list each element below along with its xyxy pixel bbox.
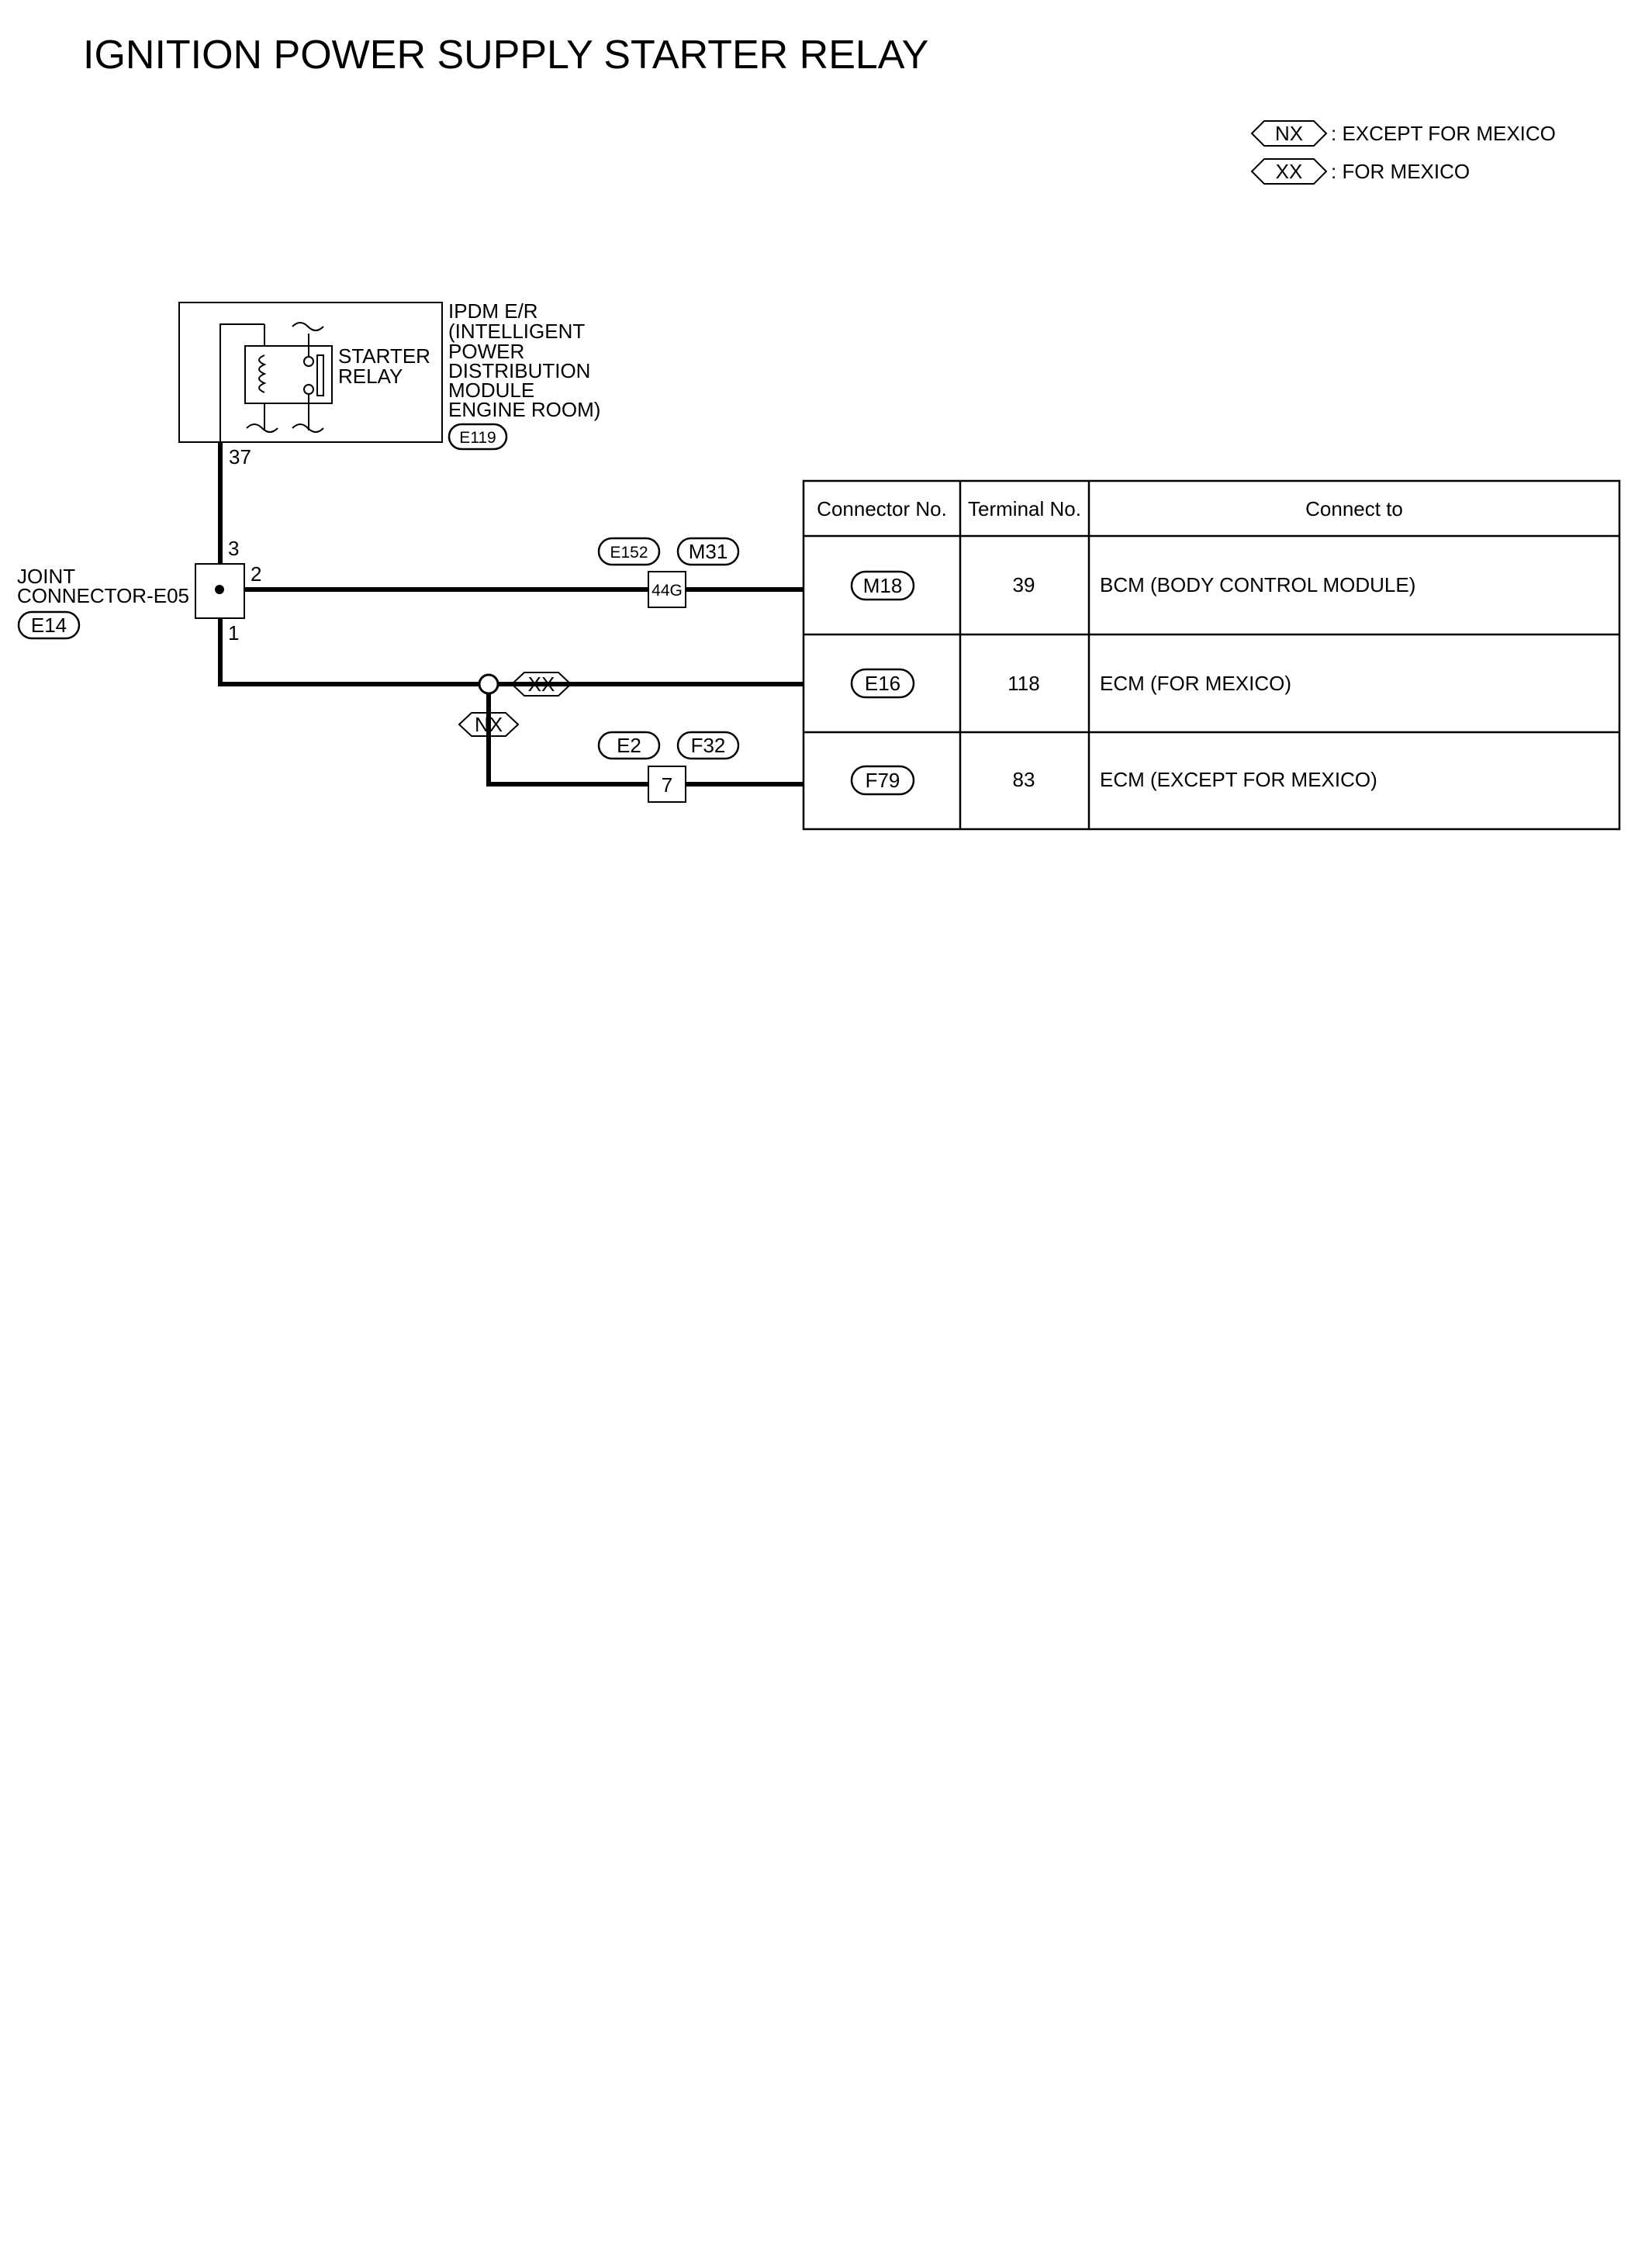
wire-joint-to-branch bbox=[218, 618, 479, 686]
connector-badge bbox=[448, 423, 508, 451]
branch-circle-icon bbox=[478, 673, 499, 695]
connector-badge bbox=[850, 570, 915, 601]
joint-name: JOINT bbox=[17, 565, 75, 588]
relay-contact-icon bbox=[303, 334, 324, 430]
table-header-cell: Terminal No. bbox=[968, 497, 1081, 520]
table-cell-connect-to: BCM (BODY CONTROL MODULE) bbox=[1100, 573, 1415, 596]
legend: NX : EXCEPT FOR MEXICO XX : FOR MEXICO bbox=[1250, 120, 1556, 185]
branch-tag: XX bbox=[528, 672, 555, 696]
ipdm-name: POWER bbox=[448, 340, 524, 363]
relay-coil-icon bbox=[258, 324, 267, 430]
inline-pin-label: 7 bbox=[662, 773, 672, 797]
table-cell-terminal: 118 bbox=[1007, 672, 1039, 695]
table-cell-connect-to: ECM (EXCEPT FOR MEXICO) bbox=[1100, 768, 1377, 791]
ipdm-name: ENGINE ROOM) bbox=[448, 398, 600, 421]
relay-box bbox=[244, 345, 333, 404]
joint-connector: 3 2 1 JOINT CONNECTOR-E05 E14 bbox=[17, 537, 261, 645]
joint-name: CONNECTOR-E05 bbox=[17, 584, 189, 607]
connector-badge bbox=[850, 765, 915, 796]
page-title: IGNITION POWER SUPPLY STARTER RELAY bbox=[83, 33, 928, 78]
branch-point: XX NX bbox=[458, 672, 572, 737]
pin-number: 2 bbox=[251, 562, 261, 586]
connector-badge bbox=[597, 731, 661, 760]
ipdm-name: IPDM E/R bbox=[448, 299, 538, 323]
table-row: F79 83 ECM (EXCEPT FOR MEXICO) bbox=[850, 765, 1377, 796]
relay-label: RELAY bbox=[338, 365, 403, 388]
table-cell-connector: E16 bbox=[865, 672, 900, 695]
pin-number: 3 bbox=[228, 537, 239, 560]
ipdm-module: STARTER RELAY IPDM E/R (INTELLIGENT POWE… bbox=[178, 299, 600, 468]
connector-badge bbox=[850, 668, 915, 699]
table-header: Connector No. Terminal No. Connect to bbox=[817, 497, 1403, 520]
connector-badge-label: F32 bbox=[691, 734, 726, 757]
table-cell-connect-to: ECM (FOR MEXICO) bbox=[1100, 672, 1291, 695]
inline-connector-7: E2 F32 7 bbox=[597, 731, 740, 803]
nx-tag-icon bbox=[1250, 120, 1328, 147]
connector-badge bbox=[676, 537, 740, 566]
connector-badge-label: E119 bbox=[459, 429, 496, 447]
inline-connector-44g: E152 M31 44G bbox=[597, 537, 740, 608]
terminal-number: 37 bbox=[229, 445, 251, 468]
connector-badge bbox=[597, 537, 661, 566]
table-row: M18 39 BCM (BODY CONTROL MODULE) bbox=[850, 570, 1415, 601]
connector-badge bbox=[676, 731, 740, 760]
pin-number: 1 bbox=[228, 621, 239, 645]
relay-label: STARTER bbox=[338, 344, 430, 368]
break-marks-icon bbox=[246, 322, 324, 433]
connector-badge-label: E152 bbox=[610, 544, 648, 562]
ipdm-name: DISTRIBUTION bbox=[448, 359, 590, 382]
legend-code: XX bbox=[1276, 160, 1303, 183]
xx-tag-icon bbox=[510, 672, 572, 697]
connector-badge-label: E14 bbox=[31, 614, 67, 637]
ipdm-name: MODULE bbox=[448, 379, 534, 402]
legend-item-nx: NX : EXCEPT FOR MEXICO bbox=[1250, 120, 1556, 147]
table-cell-connector: M18 bbox=[863, 574, 903, 597]
legend-text: : EXCEPT FOR MEXICO bbox=[1331, 122, 1556, 145]
connector-badge bbox=[17, 610, 81, 640]
ipdm-name: (INTELLIGENT bbox=[448, 320, 585, 343]
connector-badge-label: M31 bbox=[689, 540, 728, 563]
branch-tag: NX bbox=[475, 713, 503, 736]
ipdm-box bbox=[178, 302, 443, 443]
inline-pin-box bbox=[648, 571, 686, 608]
table-grid bbox=[804, 481, 1619, 829]
wires bbox=[218, 442, 804, 787]
legend-text: : FOR MEXICO bbox=[1331, 160, 1470, 183]
inline-pin-label: 44G bbox=[651, 582, 683, 600]
legend-item-xx: XX : FOR MEXICO bbox=[1250, 158, 1470, 185]
connection-table: Connector No. Terminal No. Connect to M1… bbox=[802, 479, 1621, 831]
splice-dot-icon bbox=[215, 585, 224, 594]
table-header-cell: Connect to bbox=[1305, 497, 1403, 520]
wire-branch-to-inline-7 bbox=[486, 693, 648, 787]
table-cell-terminal: 83 bbox=[1013, 768, 1035, 791]
xx-tag-icon bbox=[1250, 158, 1328, 185]
table-row: E16 118 ECM (FOR MEXICO) bbox=[850, 668, 1291, 699]
table-frame bbox=[802, 479, 1621, 831]
table-cell-connector: F79 bbox=[866, 769, 900, 792]
table-header-cell: Connector No. bbox=[817, 497, 947, 520]
inline-pin-box bbox=[648, 766, 686, 803]
nx-tag-icon bbox=[458, 712, 520, 737]
table-cell-terminal: 39 bbox=[1013, 573, 1035, 596]
relay-feed-line bbox=[219, 323, 264, 442]
connector-badge-label: E2 bbox=[617, 734, 641, 757]
legend-code: NX bbox=[1275, 122, 1303, 145]
